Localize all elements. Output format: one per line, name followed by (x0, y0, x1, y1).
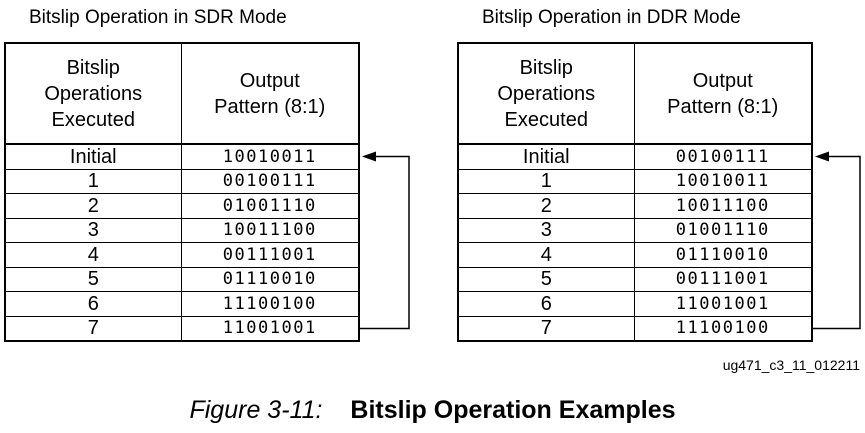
ddr-arrowhead-icon (815, 151, 829, 162)
pattern-cell: 11100100 (633, 315, 813, 342)
op-cell: 4 (457, 242, 635, 268)
pattern-cell: 10010011 (633, 168, 813, 194)
pattern-cell: 01110010 (180, 266, 360, 292)
pattern-cell: 11001001 (180, 315, 360, 342)
pattern-cell: 00111001 (633, 266, 813, 292)
figure-id: ug471_c3_11_012211 (722, 357, 860, 373)
pattern-cell: 10010011 (180, 143, 360, 170)
pattern-cell: 01001110 (180, 193, 360, 219)
op-cell: 1 (457, 168, 635, 194)
op-cell: 2 (457, 193, 635, 219)
op-cell: 3 (4, 217, 182, 243)
pattern-cell: 10011100 (633, 193, 813, 219)
sdr-table-title: Bitslip Operation in SDR Mode (29, 7, 287, 28)
figure-title: Bitslip Operation Examples (350, 396, 676, 424)
figure-number: Figure 3-11: (189, 396, 323, 424)
op-cell: 7 (4, 315, 182, 342)
op-cell: 4 (4, 242, 182, 268)
op-cell: 7 (457, 315, 635, 342)
sdr-arrowhead-icon (362, 151, 376, 162)
ddr-table-title: Bitslip Operation in DDR Mode (482, 7, 741, 28)
pattern-cell: 11100100 (180, 291, 360, 317)
ddr-loopback-arrow (813, 155, 861, 330)
figure-caption: Figure 3-11: Bitslip Operation Examples (0, 396, 865, 425)
op-cell: 1 (4, 168, 182, 194)
pattern-cell: 00100111 (633, 143, 813, 170)
op-cell: 6 (457, 291, 635, 317)
pattern-cell: 01001110 (633, 217, 813, 243)
sdr-loopback-arrow (360, 155, 410, 330)
op-cell: Initial (457, 143, 635, 170)
op-cell: Initial (4, 143, 182, 170)
